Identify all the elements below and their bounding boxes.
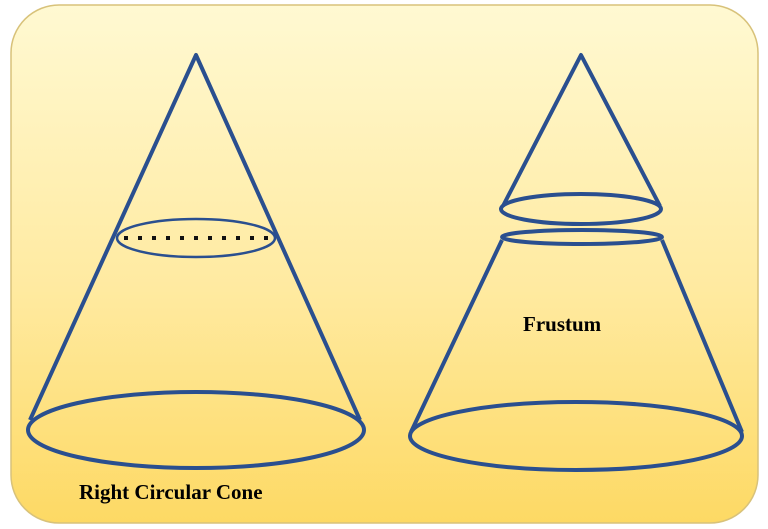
frustum-figure (408, 53, 744, 472)
small-cone-base-ellipse (499, 192, 663, 226)
cone-sides (28, 53, 362, 421)
frustum-top-ellipse (500, 228, 664, 246)
cone-cutting-section (115, 217, 277, 259)
frustum-sides (409, 239, 744, 433)
background-panel (10, 4, 759, 524)
small-cone-sides (501, 53, 662, 207)
right-circular-cone-label: Right Circular Cone (79, 480, 263, 504)
frustum-base-ellipse (408, 400, 744, 472)
right-circular-cone (26, 53, 366, 470)
cone-base-ellipse (26, 390, 366, 470)
frustum-label: Frustum (523, 312, 602, 336)
